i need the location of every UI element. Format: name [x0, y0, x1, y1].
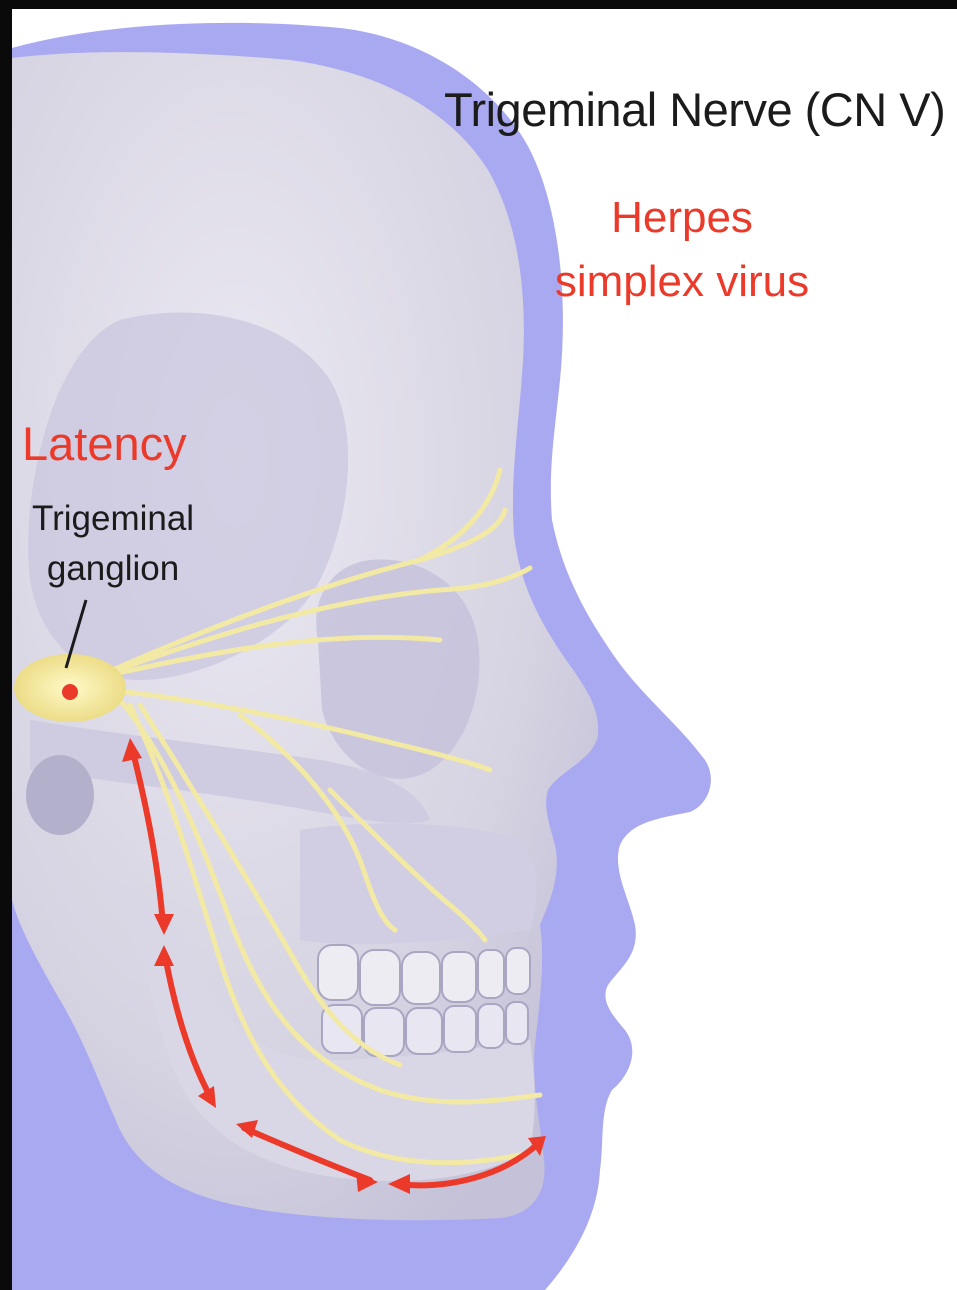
virus-label-line1: Herpes	[552, 186, 812, 250]
lower-teeth	[322, 1002, 528, 1056]
latency-site-dot	[62, 684, 78, 700]
ear-canal	[26, 755, 94, 835]
maxilla	[300, 823, 537, 944]
virus-label-line2: simplex virus	[552, 250, 812, 314]
ganglion-label-line1: Trigeminal	[32, 494, 194, 544]
upper-teeth	[318, 945, 530, 1005]
latency-label: Latency	[22, 416, 187, 471]
figure-title: Trigeminal Nerve (CN V)	[444, 82, 945, 137]
ganglion-label: Trigeminal ganglion	[32, 494, 194, 594]
ganglion-label-line2: ganglion	[32, 544, 194, 594]
virus-label: Herpes simplex virus	[552, 186, 812, 314]
